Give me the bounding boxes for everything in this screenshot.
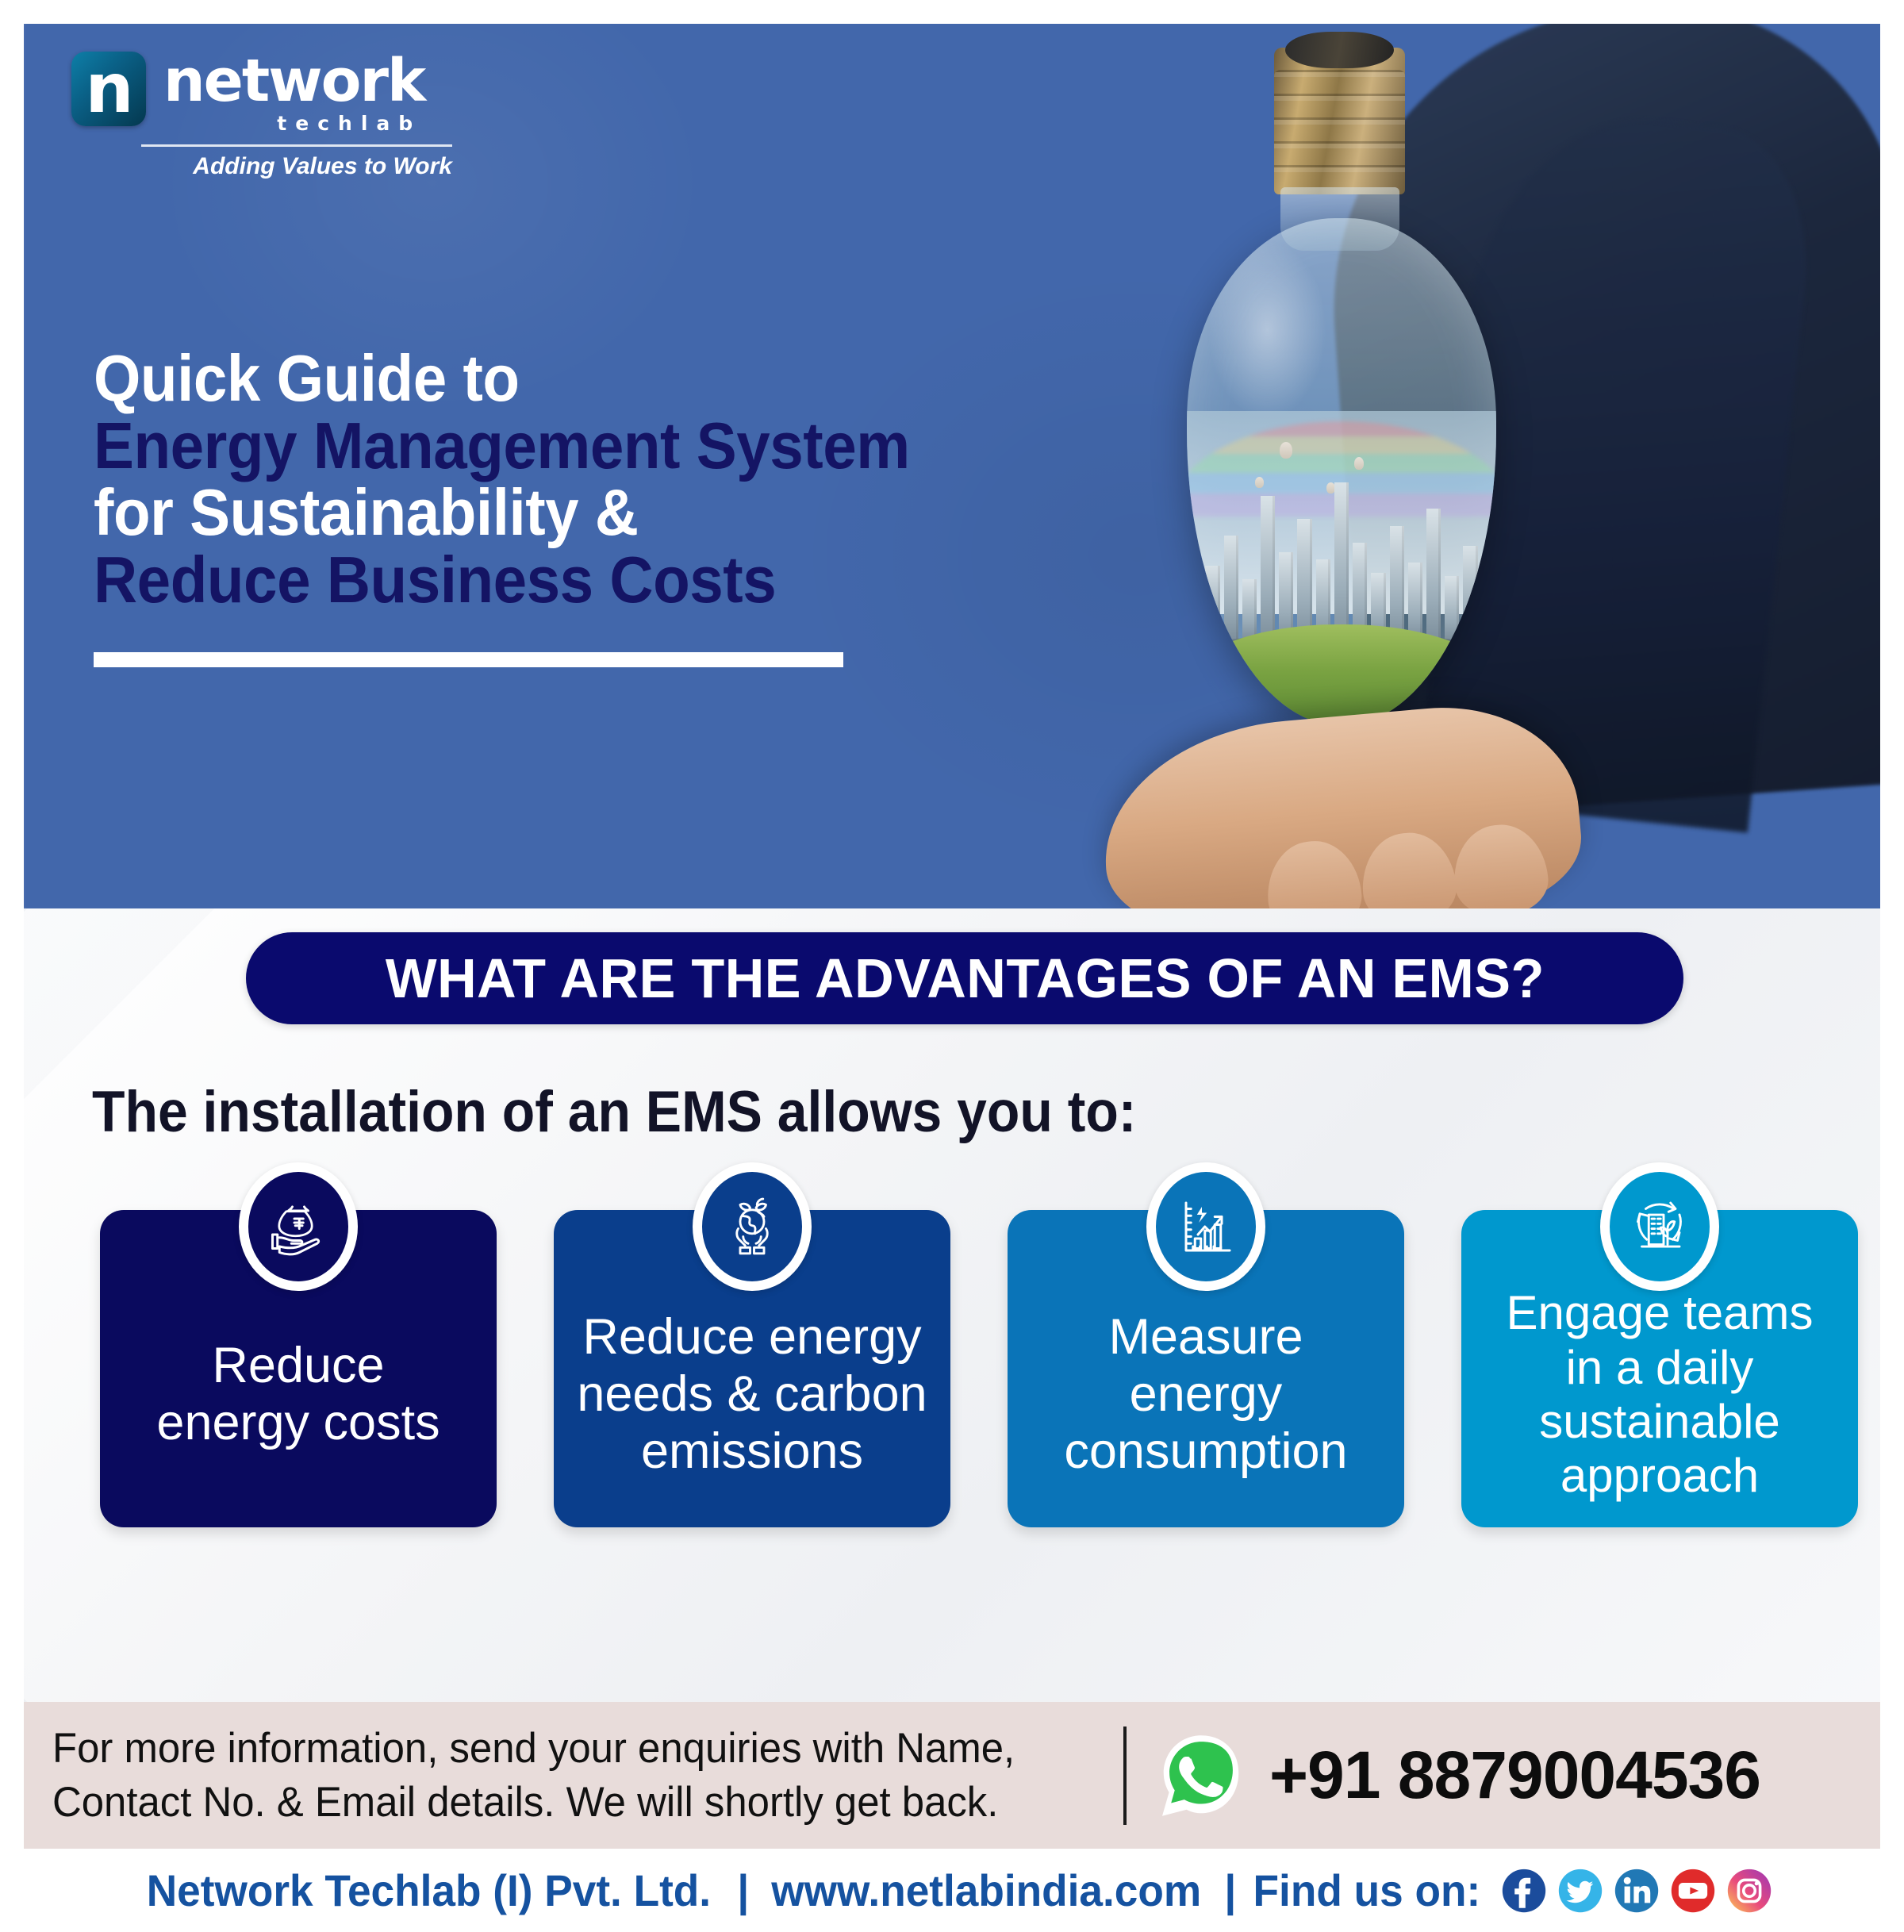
advantages-section: WHAT ARE THE ADVANTAGES OF AN EMS? The i… [24, 908, 1880, 1702]
card-2-line-2: needs & carbon [577, 1366, 927, 1423]
footer-website[interactable]: www.netlabindia.com [771, 1865, 1202, 1915]
instagram-icon[interactable] [1726, 1868, 1772, 1914]
benefit-card-4[interactable]: Engage teams in a daily sustainable appr… [1461, 1162, 1858, 1527]
card-2-line-1: Reduce energy [582, 1309, 922, 1365]
bulb-cap-threads [1274, 70, 1405, 189]
card-badge [1146, 1162, 1265, 1291]
hands-holding-earth-icon [735, 1197, 769, 1255]
card-4-line-4: approach [1560, 1449, 1760, 1503]
lightbulb [1173, 32, 1506, 762]
contact-bar: For more information, send your enquirie… [24, 1702, 1880, 1849]
footer-sep-1: | [737, 1865, 749, 1915]
card-1-line-1: Reduce [212, 1338, 385, 1394]
finger [1449, 820, 1551, 908]
ribbon-label: WHAT ARE THE ADVANTAGES OF AN EMS? [385, 947, 1545, 1009]
logo-mark-letter: n [85, 49, 133, 129]
footer-find-us: Find us on: [1253, 1865, 1481, 1915]
benefit-card-2[interactable]: Reduce energy needs & carbon emissions [554, 1162, 950, 1527]
twitter-icon[interactable] [1557, 1868, 1603, 1914]
brand-logo: n network techlab Adding Values to Work [71, 52, 452, 180]
city-skyline [1205, 472, 1478, 640]
card-3-line-1: Measure [1108, 1309, 1303, 1365]
finger [1358, 828, 1460, 908]
headline-line-3: for Sustainability & [94, 475, 639, 550]
hero-section: n network techlab Adding Values to Work … [24, 24, 1880, 908]
logo-divider [141, 144, 452, 147]
social-links [1501, 1868, 1772, 1914]
headline-line-1: Quick Guide to [94, 341, 520, 415]
bar-chart-growth-icon [1184, 1201, 1231, 1252]
footer-bar: Network Techlab (I) Pvt. Ltd. | www.netl… [24, 1849, 1880, 1932]
logo-mark-icon: n [71, 52, 146, 126]
hot-air-balloon-icon [1326, 482, 1335, 494]
headline-underline [94, 651, 843, 667]
advantages-ribbon: WHAT ARE THE ADVANTAGES OF AN EMS? [246, 932, 1683, 1024]
benefit-card-3[interactable]: Measure energy consumption [1008, 1162, 1404, 1527]
hero-image [1055, 24, 1880, 908]
contact-line-2: Contact No. & Email details. We will sho… [52, 1778, 999, 1826]
card-2-line-3: emissions [640, 1423, 864, 1479]
benefit-card-1[interactable]: Reduce energy costs [100, 1162, 497, 1527]
headline-line-4: Reduce Business Costs [94, 542, 777, 616]
card-1-line-2: energy costs [156, 1395, 440, 1450]
footer-sep-2: | [1224, 1865, 1237, 1915]
footer-company: Network Techlab (I) Pvt. Ltd. [146, 1865, 711, 1915]
benefit-cards: Reduce energy costs [100, 1162, 1858, 1527]
whatsapp-contact[interactable]: +91 8879004536 [1157, 1731, 1761, 1820]
card-3-line-2: energy [1129, 1366, 1283, 1423]
facebook-icon[interactable] [1501, 1868, 1547, 1914]
hot-air-balloon-icon [1254, 477, 1264, 489]
card-badge [1600, 1162, 1719, 1291]
contact-message: For more information, send your enquirie… [52, 1722, 1073, 1830]
logo-brand-sub: techlab [277, 112, 422, 135]
money-bag-in-hand-icon [271, 1205, 321, 1256]
headline-line-2: Energy Management System [94, 408, 910, 482]
hot-air-balloon-icon [1280, 441, 1292, 459]
sustainable-building-recycle-icon [1637, 1201, 1682, 1248]
card-4-line-3: sustainable [1539, 1395, 1780, 1448]
finger [1263, 837, 1365, 908]
phone-number[interactable]: +91 8879004536 [1269, 1738, 1761, 1812]
card-badge [239, 1162, 358, 1291]
logo-brand-name: network [163, 47, 426, 115]
hero-headline: Quick Guide to Energy Management System … [94, 341, 981, 667]
card-badge [693, 1162, 812, 1291]
card-4-line-1: Engage teams [1506, 1286, 1814, 1340]
logo-tagline: Adding Values to Work [193, 153, 452, 179]
card-3-line-3: consumption [1064, 1423, 1348, 1479]
bulb-glass [1187, 218, 1496, 726]
hot-air-balloon-icon [1353, 456, 1364, 470]
whatsapp-icon[interactable] [1157, 1731, 1246, 1820]
card-4-line-2: in a daily [1565, 1340, 1754, 1394]
subheading: The installation of an EMS allows you to… [92, 1080, 1137, 1144]
youtube-icon[interactable] [1670, 1868, 1716, 1914]
bulb-metal-cap [1274, 32, 1405, 194]
linkedin-icon[interactable] [1614, 1868, 1660, 1914]
hand [1094, 696, 1587, 908]
contact-line-1: For more information, send your enquirie… [52, 1724, 1015, 1772]
contact-divider [1123, 1726, 1127, 1825]
